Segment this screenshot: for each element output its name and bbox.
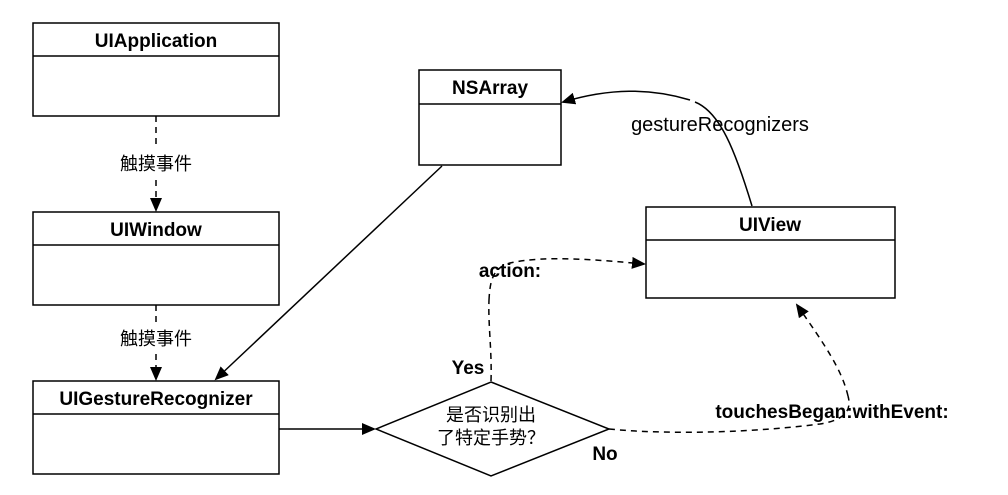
edge-nsarray-to-gesture bbox=[214, 165, 443, 381]
touch-event-label-2: 触摸事件 bbox=[120, 329, 192, 350]
decision-node: 是否识别出 了特定手势？ bbox=[374, 381, 612, 477]
uigesturerecognizer-title: UIGestureRecognizer bbox=[59, 389, 253, 410]
edge-application-to-window: 触摸事件 bbox=[120, 116, 192, 212]
decision-text-line1: 是否识别出 bbox=[446, 405, 536, 426]
action-label: action: bbox=[479, 261, 541, 282]
no-label: No bbox=[592, 444, 617, 465]
uiapplication-node: UIApplication bbox=[32, 22, 280, 117]
uiview-node: UIView bbox=[645, 206, 896, 299]
uiwindow-node: UIWindow bbox=[32, 211, 280, 306]
gesture-recognizers-label: gestureRecognizers bbox=[631, 114, 809, 136]
uiapplication-title: UIApplication bbox=[95, 31, 217, 52]
edge-yes-action: Yes action: bbox=[452, 256, 646, 382]
yes-label: Yes bbox=[452, 358, 485, 379]
touches-began-label: touchesBegan:withEvent: bbox=[715, 402, 948, 423]
nsarray-node: NSArray bbox=[418, 69, 562, 166]
edge-window-to-gesture: 触摸事件 bbox=[120, 305, 192, 381]
edge-uiview-to-nsarray: gestureRecognizers bbox=[561, 90, 809, 207]
edge-no-touches: No touchesBegan:withEvent: bbox=[592, 303, 949, 465]
uiview-title: UIView bbox=[739, 215, 801, 236]
uiwindow-title: UIWindow bbox=[110, 220, 202, 241]
decision-text-line2: 了特定手势？ bbox=[437, 428, 545, 449]
touch-event-label-1: 触摸事件 bbox=[120, 154, 192, 175]
uigesturerecognizer-node: UIGestureRecognizer bbox=[32, 380, 280, 475]
nsarray-title: NSArray bbox=[452, 78, 528, 99]
